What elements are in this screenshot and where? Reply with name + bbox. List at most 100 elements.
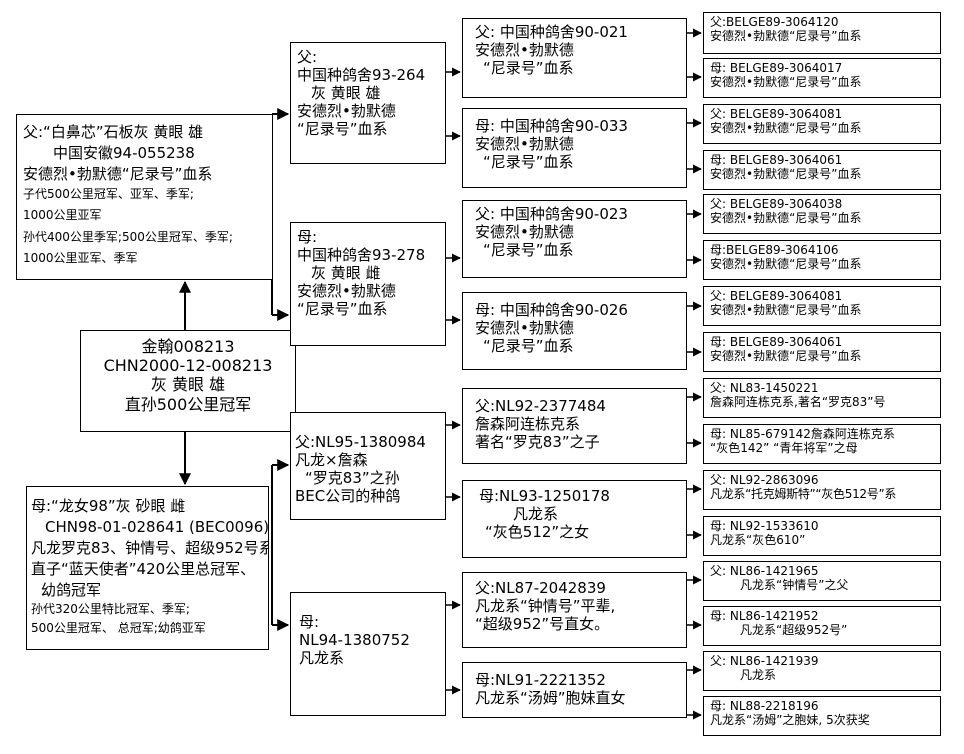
g3-ring-number: 母: 中国种鸽舍90-026 [475, 301, 628, 319]
subject-card: 金翰008213 CHN2000-12-008213 灰 黄眼 雄 直孙500公… [80, 330, 296, 432]
g4-ring-number: 父: NL86-1421939 [710, 654, 819, 668]
dam-record: 幼鸽冠军 [41, 581, 102, 599]
sire-father-ring-number: 中国种鸽舍93-264 [297, 66, 426, 84]
g3-bloodline: “尼录号”血系 [483, 153, 574, 171]
dam-card: 母:“龙女98”灰 砂眼 雌 CHN98-01-028641 (BEC0096)… [26, 486, 269, 650]
g4-card: 父: NL92-2863096 凡龙系“托克姆斯特”“灰色512号”系 [703, 470, 941, 510]
g4-bloodline: 凡龙系“汤姆”之胞妹, 5次获奖 [710, 713, 870, 728]
sire-record: 孙代400公里季军;500公里冠军、季军; [23, 229, 233, 244]
dam-record: 直子“蓝天使者”420公里总冠军、 [31, 560, 256, 578]
g4-card: 父: BELGE89-3064038 安德烈•勃默德“尼录号”血系 [703, 194, 941, 234]
g3-ring-number: 父: 中国种鸽舍90-023 [475, 205, 628, 223]
sire-ring-number: 中国安徽94-055238 [53, 144, 195, 162]
sire-mother-ring-number: 中国种鸽舍93-278 [297, 246, 426, 264]
g3-bloodline: 凡龙系“钟情号”平辈, [475, 597, 616, 615]
g4-ring-number: 父: NL83-1450221 [710, 381, 819, 395]
g4-bloodline: 安德烈•勃默德“尼录号”血系 [710, 211, 862, 226]
g3-card: 母: 中国种鸽舍90-026 安德烈•勃默德 “尼录号”血系 [462, 292, 687, 370]
g3-ring-number: 母:NL93-1250178 [479, 487, 610, 505]
sire-mother-bloodline: 安德烈•勃默德 [297, 282, 396, 300]
g4-card: 母:BELGE89-3064106 安德烈•勃默德“尼录号”血系 [703, 240, 941, 280]
g4-ring-number: 父: NL86-1421965 [710, 564, 819, 578]
dam-mother-card: 母: NL94-1380752 凡龙系 [290, 592, 446, 716]
g4-card: 父: NL83-1450221 詹森阿连栋克系,著名“罗克83”号 [703, 378, 941, 418]
g4-ring-number: 父: BELGE89-3064081 [710, 107, 843, 121]
g4-ring-number: 母: BELGE89-3064061 [710, 335, 843, 349]
sire-record: 子代500公里冠军、亚军、季军; [23, 187, 194, 201]
g3-bloodline: “尼录号”血系 [483, 59, 574, 77]
g4-bloodline: 安德烈•勃默德“尼录号”血系 [710, 257, 862, 272]
g4-bloodline: 凡龙系“托克姆斯特”“灰色512号”系 [710, 487, 897, 502]
sire-mother-bloodline: “尼录号”血系 [297, 300, 388, 318]
g4-bloodline: 安德烈•勃默德“尼录号”血系 [710, 75, 862, 90]
g3-description: “超级952”号直女。 [475, 615, 610, 633]
g3-card: 父:NL87-2042839 凡龙系“钟情号”平辈, “超级952”号直女。 [462, 572, 687, 648]
g3-card: 父:NL92-2377484 詹森阿连栋克系 著名“罗克83”之子 [462, 388, 687, 464]
sire-title: 父:“白鼻芯”石板灰 黄眼 雄 [23, 123, 204, 141]
g4-bloodline: 安德烈•勃默德“尼录号”血系 [710, 303, 862, 318]
g4-card: 母: NL92-1533610 凡龙系“灰色610” [703, 516, 941, 556]
sire-mother-card: 母: 中国种鸽舍93-278 灰 黄眼 雌 安德烈•勃默德 “尼录号”血系 [290, 222, 446, 346]
g3-bloodline: “尼录号”血系 [483, 241, 574, 259]
sire-father-bloodline: “尼录号”血系 [297, 120, 388, 138]
sire-father-card: 父: 中国种鸽舍93-264 灰 黄眼 雄 安德烈•勃默德 “尼录号”血系 [290, 42, 446, 164]
g3-bloodline: 安德烈•勃默德 [475, 41, 574, 59]
dam-mother-ring-number: NL94-1380752 [299, 631, 410, 649]
g4-ring-number: 父:BELGE89-3064120 [710, 15, 839, 29]
subject-ring-number: CHN2000-12-008213 [103, 356, 273, 376]
g4-bloodline: 凡龙系 [740, 668, 777, 683]
dam-mother-title: 母: [299, 613, 320, 631]
dam-bloodline: 凡龙罗克83、钟情号、超级952号系 [31, 539, 269, 557]
g3-bloodline: 詹森阿连栋克系 [475, 415, 581, 433]
g4-card: 母: NL86-1421952 凡龙系“超级952号” [703, 606, 941, 646]
g4-ring-number: 母: NL85-679142詹森阿连栋克系 [710, 427, 895, 441]
dam-father-description: “罗克83”之孙 [305, 469, 400, 487]
dam-record: 孙代320公里特比冠军、季军; [31, 602, 190, 616]
sire-record: 1000公里亚军 [23, 208, 102, 223]
sire-father-bloodline: 安德烈•勃默德 [297, 102, 396, 120]
subject-honor: 直孙500公里冠军 [124, 394, 252, 414]
g4-bloodline: 詹森阿连栋克系,著名“罗克83”号 [710, 395, 886, 410]
g3-card: 母:NL91-2221352 凡龙系“汤姆”胞妹直女 [462, 662, 687, 718]
g4-card: 父:BELGE89-3064120 安德烈•勃默德“尼录号”血系 [703, 12, 941, 54]
g4-bloodline: 凡龙系“超级952号” [740, 623, 848, 638]
dam-father-ring-number: 父:NL95-1380984 [295, 433, 426, 451]
sire-mother-title: 母: [297, 228, 318, 246]
dam-ring-number: CHN98-01-028641 (BEC0096) [45, 518, 269, 536]
g4-ring-number: 父: BELGE89-3064081 [710, 289, 843, 303]
g3-bloodline: 凡龙系 [513, 505, 559, 523]
g3-card: 母: 中国种鸽舍90-033 安德烈•勃默德 “尼录号”血系 [462, 108, 687, 188]
g4-card: 母: NL88-2218196 凡龙系“汤姆”之胞妹, 5次获奖 [703, 696, 941, 736]
dam-father-bloodline: 凡龙×詹森 [295, 451, 368, 469]
g3-card: 父: 中国种鸽舍90-023 安德烈•勃默德 “尼录号”血系 [462, 200, 687, 278]
g3-description: “灰色512”之女 [485, 523, 590, 541]
g4-card: 父: NL86-1421939 凡龙系 [703, 651, 941, 691]
dam-title: 母:“龙女98”灰 砂眼 雌 [31, 497, 186, 515]
sire-card: 父:“白鼻芯”石板灰 黄眼 雄 中国安徽94-055238 安德烈•勃默德“尼录… [16, 114, 273, 280]
g4-bloodline: 凡龙系“钟情号”之父 [740, 578, 849, 593]
g3-bloodline: 安德烈•勃默德 [475, 223, 574, 241]
g3-ring-number: 母: 中国种鸽舍90-033 [475, 117, 628, 135]
g4-card: 母: BELGE89-3064061 安德烈•勃默德“尼录号”血系 [703, 150, 941, 190]
dam-father-description: BEC公司的种鸽 [295, 487, 401, 505]
subject-name: 金翰008213 [141, 337, 235, 356]
g4-bloodline: 安德烈•勃默德“尼录号”血系 [710, 29, 862, 44]
g4-ring-number: 母:BELGE89-3064106 [710, 243, 839, 257]
g4-bloodline: 安德烈•勃默德“尼录号”血系 [710, 121, 862, 136]
g4-ring-number: 母: NL92-1533610 [710, 519, 819, 533]
g3-bloodline: “尼录号”血系 [483, 337, 574, 355]
g3-card: 父: 中国种鸽舍90-021 安德烈•勃默德 “尼录号”血系 [462, 18, 687, 98]
g4-card: 母: BELGE89-3064017 安德烈•勃默德“尼录号”血系 [703, 58, 941, 98]
g3-bloodline: 安德烈•勃默德 [475, 319, 574, 337]
g4-bloodline: 安德烈•勃默德“尼录号”血系 [710, 349, 862, 364]
g3-ring-number: 母:NL91-2221352 [475, 671, 606, 689]
g4-card: 母: BELGE89-3064061 安德烈•勃默德“尼录号”血系 [703, 332, 941, 372]
g4-bloodline: 凡龙系“灰色610” [710, 533, 806, 548]
g3-ring-number: 父:NL92-2377484 [475, 397, 606, 415]
g3-card: 母:NL93-1250178 凡龙系 “灰色512”之女 [462, 480, 687, 558]
g4-ring-number: 父: BELGE89-3064038 [710, 197, 843, 211]
g4-bloodline: 安德烈•勃默德“尼录号”血系 [710, 167, 862, 182]
g4-ring-number: 母: BELGE89-3064061 [710, 153, 843, 167]
g4-ring-number: 母: NL86-1421952 [710, 609, 819, 623]
g3-ring-number: 父:NL87-2042839 [475, 579, 606, 597]
